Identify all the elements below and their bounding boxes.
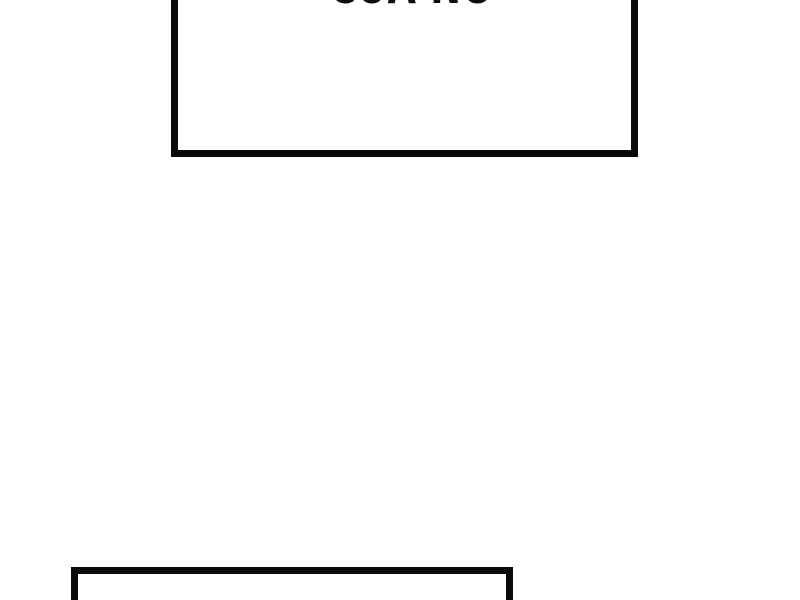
inter-panel-gutter xyxy=(0,157,800,567)
panel-bottom-body xyxy=(78,574,506,600)
panel-top-body: CỦA NÓ xyxy=(178,0,631,150)
dialogue-text-cua-no: CỦA NÓ xyxy=(225,0,599,10)
comic-panel-bottom xyxy=(71,567,513,600)
comic-panel-top: CỦA NÓ xyxy=(171,0,638,157)
